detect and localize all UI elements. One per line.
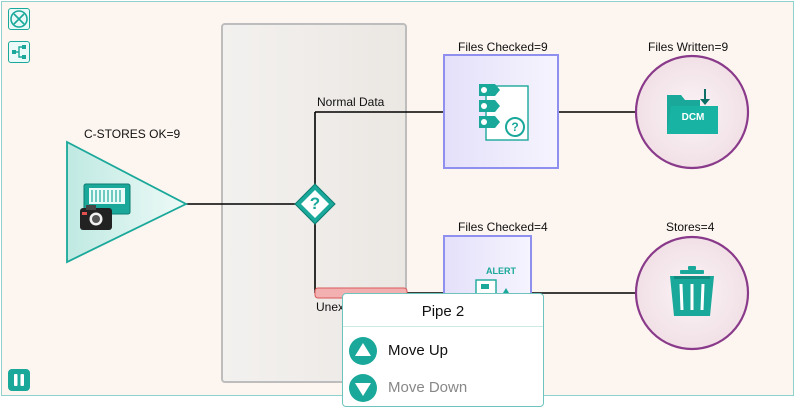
checklist-icon bbox=[479, 84, 529, 141]
source-node-label: C-STORES OK=9 bbox=[84, 127, 181, 141]
pause-icon bbox=[14, 374, 24, 386]
tree-layout-icon bbox=[12, 45, 26, 59]
context-menu-title: Pipe 2 bbox=[343, 294, 543, 327]
move-up-menu-item[interactable]: Move Up bbox=[347, 334, 539, 368]
decision-node[interactable] bbox=[294, 183, 336, 225]
filter-bottom-label: Files Checked=4 bbox=[458, 220, 548, 234]
move-up-label: Move Up bbox=[388, 342, 449, 359]
close-circle-icon bbox=[10, 10, 28, 28]
arrow-down-circle-icon bbox=[349, 374, 377, 402]
pipe-unexpected-label[interactable]: Unex bbox=[316, 300, 345, 314]
pipe-context-menu: Pipe 2 Move Up Move Down bbox=[342, 293, 544, 407]
filter-top-label: Files Checked=9 bbox=[458, 40, 548, 54]
pause-button[interactable] bbox=[8, 369, 30, 391]
pipe-normal-label[interactable]: Normal Data bbox=[317, 95, 385, 109]
arrow-up-circle-icon bbox=[349, 337, 377, 365]
connector-lines bbox=[186, 111, 637, 294]
dcm-folder-icon bbox=[667, 89, 718, 134]
output-top-label: Files Written=9 bbox=[648, 40, 729, 54]
decision-glyph: ? bbox=[309, 194, 321, 213]
tree-layout-button[interactable] bbox=[8, 41, 30, 63]
camera-server-icon bbox=[80, 183, 131, 230]
move-down-label: Move Down bbox=[388, 379, 468, 396]
close-circle-button[interactable] bbox=[8, 8, 30, 30]
output-bottom-label: Stores=4 bbox=[666, 220, 715, 234]
trash-icon bbox=[670, 266, 714, 316]
alert-icon-text: ALERT bbox=[486, 266, 516, 276]
dcm-folder-text: DCM bbox=[681, 112, 705, 123]
move-down-menu-item[interactable]: Move Down bbox=[347, 371, 539, 405]
checklist-question-glyph: ? bbox=[511, 120, 519, 134]
